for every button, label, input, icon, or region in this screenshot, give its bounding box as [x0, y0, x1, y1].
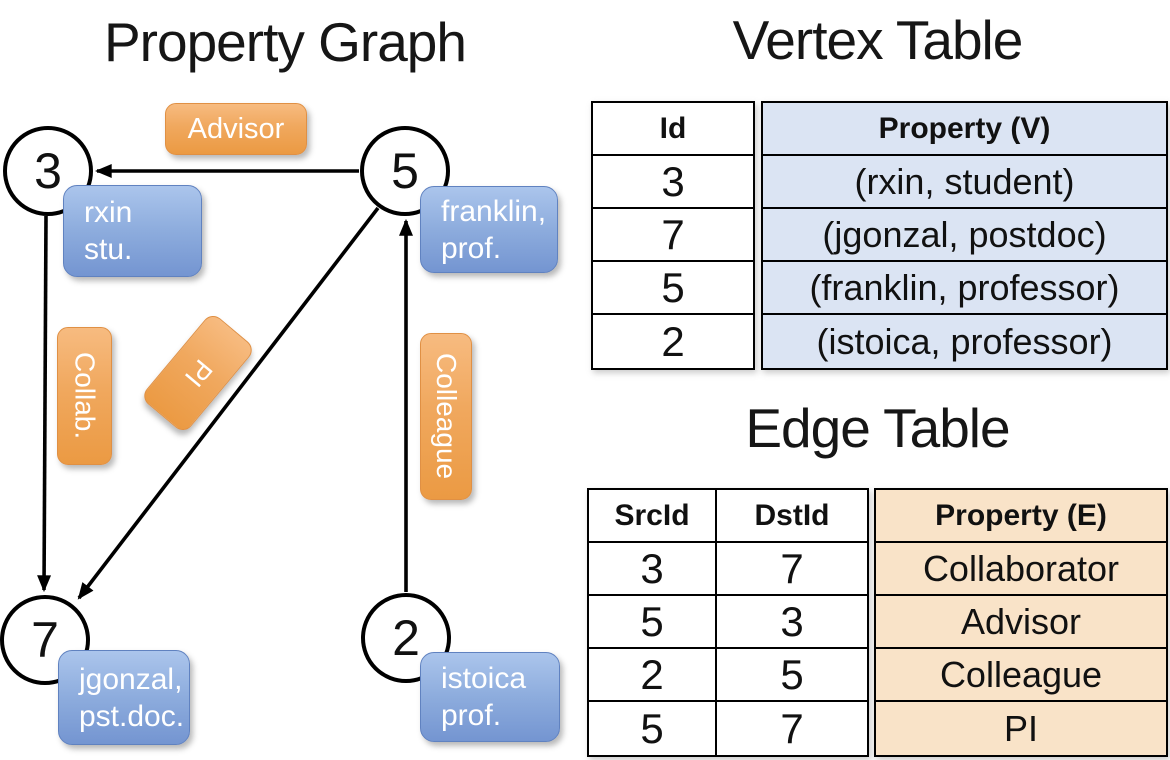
- edge-5-to-7: [77, 206, 380, 600]
- edge-property-cell: Advisor: [876, 596, 1166, 649]
- edge-dstid-header: DstId: [717, 490, 867, 543]
- vertex-property-box-5: franklin, prof.: [420, 186, 558, 273]
- edge-property-cell: Collaborator: [876, 543, 1166, 596]
- vertex-property-line: prof.: [441, 699, 502, 732]
- edge-dstid-cell: 5: [717, 649, 867, 702]
- edge-dstid-cell: 7: [780, 704, 804, 752]
- vertex-property-box-2: istoica prof.: [420, 652, 560, 742]
- edge-srcid-cell: 5: [589, 596, 717, 649]
- edge-property-cell: PI: [876, 702, 1166, 755]
- node-id-label: 5: [391, 143, 419, 199]
- vertex-property-box-3: rxin stu.: [63, 185, 202, 277]
- graph-edges: [37, 164, 413, 600]
- edge-label-advisor: Advisor: [165, 103, 307, 155]
- edge-dstid-cell: 3: [717, 596, 867, 649]
- edge-table-title: Edge Table: [745, 397, 1010, 459]
- vertex-property-cell: (franklin, professor): [763, 262, 1166, 315]
- graph-node-2: 2: [361, 593, 451, 683]
- vertex-property-box-7: jgonzal, pst.doc.: [58, 650, 190, 745]
- vertex-id-header: Id: [593, 103, 753, 156]
- vertex-id-table: Id 3 7 5 2: [591, 101, 755, 370]
- vertex-table-title: Vertex Table: [732, 9, 1024, 71]
- edge-property-table: Property (E) Collaborator Advisor Collea…: [874, 488, 1168, 757]
- vertex-property-line: franklin,: [441, 194, 547, 228]
- node-id-label: 7: [31, 612, 59, 668]
- vertex-property-line: jgonzal,: [79, 662, 183, 696]
- node-id-label: 3: [34, 143, 62, 199]
- vertex-property-line: stu.: [84, 233, 133, 266]
- vertex-id-cell: 2: [661, 317, 685, 365]
- vertex-property-line: pst.doc.: [79, 699, 185, 733]
- vertex-id-cell: 5: [593, 262, 753, 315]
- vertex-property-line: istoica: [441, 662, 527, 695]
- vertex-property-table: Property (V) (rxin, student) (jgonzal, p…: [761, 101, 1168, 370]
- vertex-property-header: Property (V): [763, 103, 1166, 156]
- vertex-id-cell: 7: [593, 209, 753, 262]
- edge-srcid-cell: 5: [589, 702, 717, 755]
- vertex-property-cell: (istoica, professor): [763, 315, 1166, 368]
- vertex-property-cell: (rxin, student): [763, 156, 1166, 209]
- edge-property-header: Property (E): [876, 490, 1166, 543]
- vertex-property-line: rxin: [84, 196, 133, 229]
- edge-property-cell: Colleague: [876, 649, 1166, 702]
- vertex-property-cell: (jgonzal, postdoc): [763, 209, 1166, 262]
- edge-srcid-header: SrcId: [589, 490, 717, 543]
- vertex-property-line: prof.: [441, 231, 502, 265]
- edge-dstid-cell: 7: [717, 543, 867, 596]
- edge-label-collab: Collab.: [57, 327, 112, 465]
- edge-3-to-7: [37, 215, 52, 593]
- edge-label-colleague: Colleague: [420, 333, 472, 500]
- node-id-label: 2: [392, 610, 420, 666]
- vertex-id-cell: 3: [593, 156, 753, 209]
- edge-srcid-cell: 3: [589, 543, 717, 596]
- property-graph-title: Property Graph: [103, 11, 467, 73]
- edge-id-table: SrcId DstId 3 7 5 3 2 5 5 7: [587, 488, 869, 757]
- edge-srcid-cell: 2: [589, 649, 717, 702]
